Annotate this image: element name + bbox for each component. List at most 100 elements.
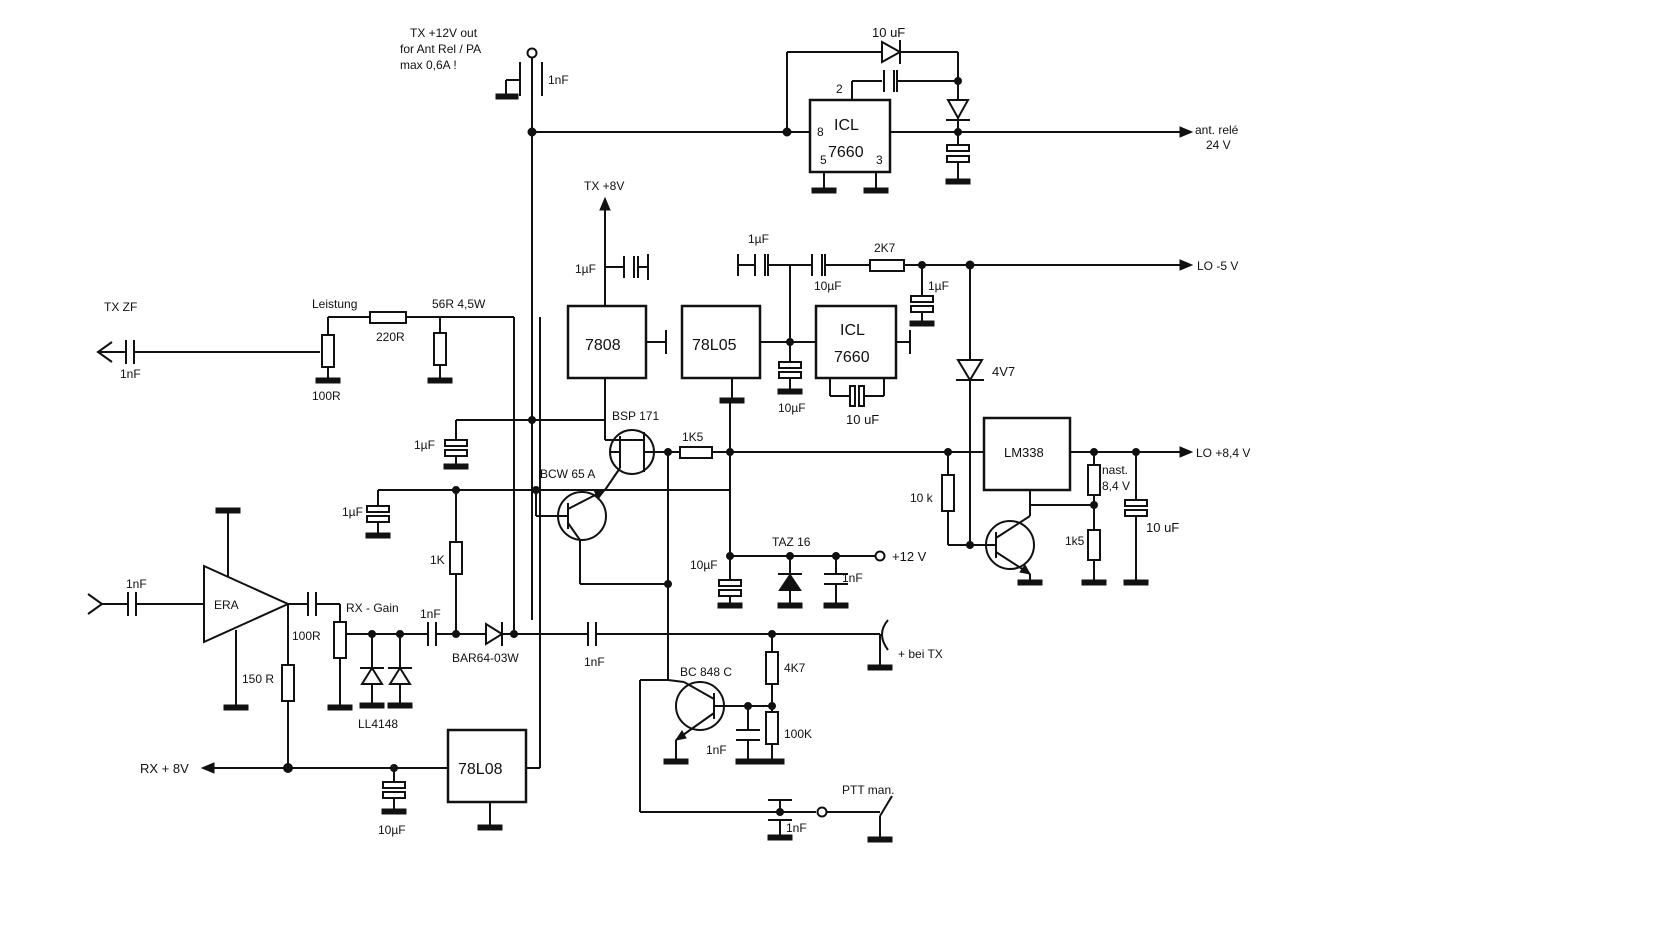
tx12-label-line2: for Ant Rel / PA [400, 42, 481, 56]
r-2k7-label: 2K7 [874, 241, 896, 255]
icl-top-pin2: 2 [836, 82, 843, 96]
lm338-section: 4V7 LM338 LO +8,4 V 10 k nast. [720, 265, 1250, 586]
reg-7808-box [566, 304, 648, 380]
c-1nf-taz-label: 1nF [842, 571, 863, 585]
lm338-name: LM338 [1004, 445, 1044, 460]
ant-rele-voltage: 24 V [1206, 138, 1231, 152]
r-2k7 [869, 259, 905, 272]
ptt-label: PTT man. [842, 783, 894, 797]
c-1nf-era-in-label: 1nF [126, 577, 147, 591]
r-4k7-label: 4K7 [784, 661, 806, 675]
r-56 [433, 332, 447, 366]
icl-mid-name: ICL [840, 322, 865, 339]
q-bc848-label: BC 848 C [680, 665, 732, 679]
switch-section: 1µF BSP 171 1K5 1µF BCW 65 A [342, 400, 734, 680]
reg-78l05-block: 78L05 1µF 10µF [680, 232, 816, 415]
reg-78l08-box [446, 728, 528, 804]
c-10uf-icl-label: 10µF [814, 279, 842, 293]
amp-era [203, 564, 291, 644]
r-nast [1087, 464, 1101, 496]
lo-plus84-label: LO +8,4 V [1196, 446, 1250, 460]
r-150 [281, 664, 295, 702]
diode-top-right [946, 99, 970, 121]
icl7660-top: 10 uF 2 ICL 7660 8 5 3 ant. relé 24 V [782, 25, 1239, 194]
bei-tx-label: + bei TX [898, 647, 943, 661]
reg-7808-name: 7808 [585, 337, 621, 354]
c-1uf-a-label: 1µF [414, 438, 435, 452]
r-100-gain [333, 621, 347, 659]
c-10uf-78l05-label: 10µF [778, 401, 806, 415]
c-10uf-lm-label: 10 uF [1146, 520, 1179, 535]
diode-top [881, 40, 903, 64]
q-bcw65-label: BCW 65 A [540, 467, 595, 481]
pot-100r [321, 334, 335, 368]
rx8-label: RX + 8V [140, 761, 189, 776]
plus12-label: +12 V [892, 549, 927, 564]
icl-top-box [808, 98, 892, 174]
d-taz16-label: TAZ 16 [772, 535, 811, 549]
tx12-terminal [526, 47, 538, 59]
tx-zf-section: TX ZF 1nF Leistung 100R 220R 56R 4,5W [96, 297, 515, 635]
r-100-pot-label: 100R [312, 389, 341, 403]
zener-4v7-label: 4V7 [992, 364, 1015, 379]
r-4k7 [765, 651, 779, 685]
c-1uf-7808-label: 1µF [575, 262, 596, 276]
c-10uf-rx-label: 10µF [378, 823, 406, 837]
tx12-label-line1: TX +12V out [410, 26, 478, 40]
r-1k [449, 541, 463, 575]
q-bsp171-label: BSP 171 [612, 409, 659, 423]
zener-4v7 [956, 359, 984, 382]
d-ll4148-label: LL4148 [358, 717, 398, 731]
rx-chain: 1nF ERA 150 R 100R RX - Gain [87, 507, 943, 768]
reg-78l05-name: 78L05 [692, 337, 737, 354]
c-1nf-bei-label: 1nF [584, 655, 605, 669]
nast-voltage: 8,4 V [1102, 479, 1130, 493]
icl-mid-box [814, 304, 898, 380]
tx-zf-label: TX ZF [104, 300, 137, 314]
c-1nf-ptt-label: 1nF [786, 821, 807, 835]
rx-gain-label: RX - Gain [346, 601, 399, 615]
icl-mid-number: 7660 [834, 349, 870, 366]
r-100k [765, 711, 779, 745]
c-1nf-tx12-label: 1nF [548, 73, 569, 87]
c-1nf-848-label: 1nF [706, 743, 727, 757]
c-1uf-lo5-label: 1µF [928, 279, 949, 293]
c-1uf-b-label: 1µF [342, 505, 363, 519]
d-bar64-label: BAR64-03W [452, 651, 519, 665]
r-220 [369, 311, 407, 324]
c-1nf-txzf-label: 1nF [120, 367, 141, 381]
icl-top-number: 7660 [828, 144, 864, 161]
icl-top-pin5: 5 [820, 153, 827, 167]
r-100-gain-label: 100R [292, 629, 321, 643]
ptt-section: BC 848 C 1nF 4K7 100K [639, 634, 894, 843]
c-1nf-gain-label: 1nF [420, 607, 441, 621]
ant-rele-label: ant. relé [1195, 123, 1239, 137]
icl7660-mid: 10µF 2K7 LO -5 V 1µF ICL 7660 10 uF [790, 241, 1238, 427]
reg-78l08-name: 78L08 [458, 761, 503, 778]
icl-top-pin3: 3 [876, 153, 883, 167]
r-10k [941, 474, 955, 512]
leistung-label: Leistung [312, 297, 357, 311]
r-220-label: 220R [376, 330, 405, 344]
r-1k5-lm [1087, 529, 1101, 561]
r-150-label: 150 R [242, 672, 274, 686]
c-10uf-taz-label: 10µF [690, 558, 718, 572]
lo-minus5-label: LO -5 V [1197, 259, 1238, 273]
tx8-regulator: TX +8V 1µF 7808 [566, 179, 667, 420]
rx8-section: RX + 8V 10µF 78L08 [140, 317, 541, 837]
r-1k-label: 1K [430, 553, 445, 567]
lm338-box [982, 416, 1072, 492]
tx8-label: TX +8V [584, 179, 624, 193]
input-12v: +12 V 10µF TAZ 16 1nF [690, 490, 927, 609]
amp-era-name: ERA [214, 598, 239, 612]
r-100k-label: 100K [784, 727, 812, 741]
nast-label: nast. [1102, 463, 1128, 477]
r-1k5 [679, 446, 713, 459]
icl-top-pin8: 8 [817, 125, 824, 139]
tx12-output-section: TX +12V out for Ant Rel / PA max 0,6A ! … [400, 26, 1194, 620]
terminal-12v [874, 550, 886, 562]
icl-top-name: ICL [834, 117, 859, 134]
c-1uf-78l05-label: 1µF [748, 232, 769, 246]
c-10uf-icl-bot-label: 10 uF [846, 412, 879, 427]
